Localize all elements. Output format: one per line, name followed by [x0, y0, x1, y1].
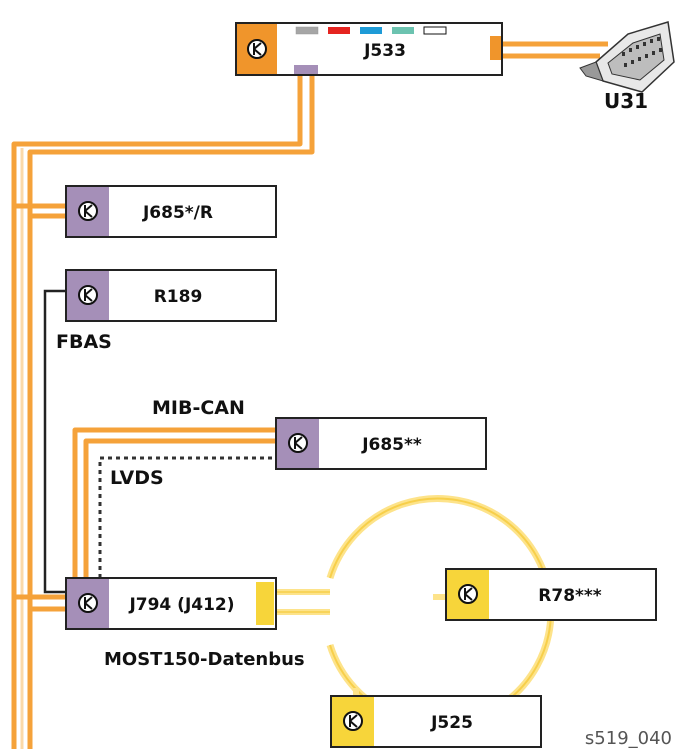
module-j685r-label: J685*/R — [142, 203, 213, 223]
most150-label: MOST150-Datenbus — [104, 649, 305, 670]
mib-can-label: MIB-CAN — [152, 397, 245, 419]
j794-most-port — [256, 582, 274, 625]
module-j533-label: J533 — [363, 41, 406, 61]
diagnostic-icon — [78, 285, 98, 305]
u31-label: U31 — [604, 89, 648, 113]
module-j525-label: J525 — [430, 713, 473, 733]
module-j794[interactable]: J794 (J412) — [65, 577, 277, 630]
figure-id: s519_040 — [585, 728, 672, 749]
j533-indicator-bars — [295, 26, 447, 35]
diagnostic-icon — [458, 584, 478, 604]
module-r189[interactable]: R189 — [65, 269, 277, 322]
module-j685-label: J685** — [361, 435, 422, 455]
module-j685[interactable]: J685** — [275, 417, 487, 470]
diagnostic-icon — [247, 39, 267, 59]
lvds-line — [98, 456, 276, 578]
diagnostic-icon — [78, 593, 98, 613]
module-r78[interactable]: R78*** — [445, 568, 657, 621]
can-bus-wiring — [11, 41, 608, 749]
diagnostic-icon — [78, 201, 98, 221]
diagnostic-icon — [288, 433, 308, 453]
module-j794-label: J794 (J412) — [128, 595, 234, 615]
module-j525[interactable]: J525 — [330, 695, 542, 748]
module-r78-label: R78*** — [538, 586, 602, 606]
fbas-label: FBAS — [56, 331, 112, 353]
j533-diag-port — [490, 36, 501, 60]
u31-diagnostic-connector-icon[interactable] — [579, 21, 675, 93]
diagnostic-icon — [343, 711, 363, 731]
j533-most-port — [294, 65, 318, 74]
fbas-line — [43, 289, 66, 594]
module-j685r[interactable]: J685*/R — [65, 185, 277, 238]
module-r189-label: R189 — [154, 287, 203, 307]
lvds-label: LVDS — [110, 467, 164, 489]
module-j533[interactable]: J533 — [235, 22, 503, 76]
